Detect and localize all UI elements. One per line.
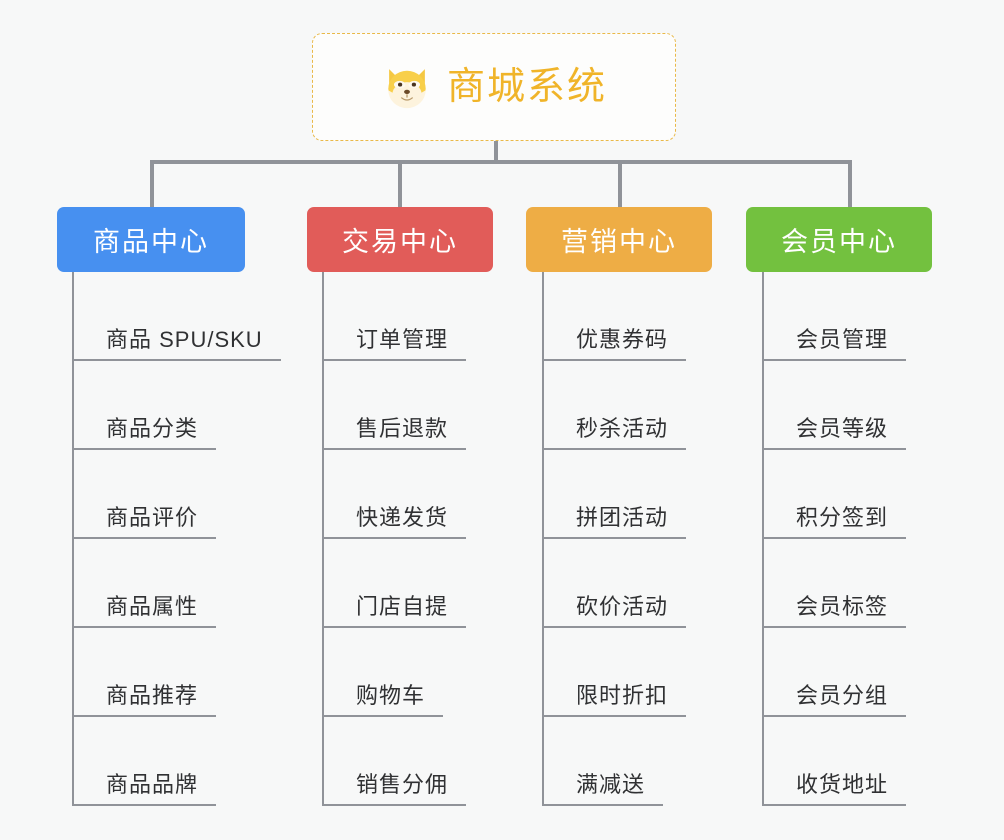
leaf-underline: 会员分组 — [764, 682, 907, 717]
leaf-spine — [72, 272, 74, 806]
category-box-trade[interactable]: 交易中心 — [307, 207, 493, 272]
leaf-item[interactable]: 会员分组 — [762, 628, 907, 717]
leaf-item[interactable]: 会员等级 — [762, 361, 907, 450]
leaf-item[interactable]: 会员标签 — [762, 539, 907, 628]
leaf-spine — [762, 272, 764, 806]
leaf-column-trade: 订单管理 售后退款 快递发货 门店自提 购物车 销售分佣 — [322, 272, 467, 806]
leaf-underline: 会员管理 — [764, 326, 907, 361]
leaf-item[interactable]: 优惠券码 — [542, 272, 687, 361]
leaf-label: 会员管理 — [796, 326, 889, 352]
leaf-underline: 砍价活动 — [544, 593, 687, 628]
category-box-product[interactable]: 商品中心 — [57, 207, 245, 272]
leaf-label: 秒杀活动 — [576, 415, 669, 441]
category-box-marketing[interactable]: 营销中心 — [526, 207, 712, 272]
leaf-underline: 商品评价 — [74, 504, 217, 539]
leaf-item[interactable]: 商品品牌 — [72, 717, 281, 806]
leaf-label: 拼团活动 — [576, 504, 669, 530]
root-title: 商城系统 — [446, 66, 607, 108]
leaf-item[interactable]: 订单管理 — [322, 272, 467, 361]
leaf-label: 积分签到 — [796, 504, 889, 530]
leaf-spine — [322, 272, 324, 806]
category-label: 会员中心 — [781, 227, 897, 257]
leaf-item[interactable]: 砍价活动 — [542, 539, 687, 628]
leaf-item[interactable]: 会员管理 — [762, 272, 907, 361]
leaf-item[interactable]: 商品 SPU/SKU — [72, 272, 281, 361]
leaf-underline: 收货地址 — [764, 771, 907, 806]
leaf-underline: 优惠券码 — [544, 326, 687, 361]
leaf-item[interactable]: 售后退款 — [322, 361, 467, 450]
leaf-underline: 购物车 — [324, 682, 444, 717]
leaf-label: 商品推荐 — [106, 682, 199, 708]
leaf-label: 订单管理 — [356, 326, 449, 352]
leaf-underline: 积分签到 — [764, 504, 907, 539]
leaf-item[interactable]: 商品属性 — [72, 539, 281, 628]
leaf-label: 商品 SPU/SKU — [106, 326, 263, 352]
leaf-item[interactable]: 商品推荐 — [72, 628, 281, 717]
leaf-label: 优惠券码 — [576, 326, 669, 352]
leaf-label: 快递发货 — [356, 504, 449, 530]
leaf-underline: 会员等级 — [764, 415, 907, 450]
leaf-item[interactable]: 积分签到 — [762, 450, 907, 539]
connector-drop-3 — [618, 160, 622, 207]
category-label: 商品中心 — [93, 227, 209, 257]
connector-drop-4 — [848, 160, 852, 207]
leaf-item[interactable]: 快递发货 — [322, 450, 467, 539]
leaf-label: 商品品牌 — [106, 771, 199, 797]
connector-drop-1 — [150, 160, 154, 207]
leaf-label: 会员标签 — [796, 593, 889, 619]
leaf-item[interactable]: 销售分佣 — [322, 717, 467, 806]
leaf-underline: 快递发货 — [324, 504, 467, 539]
shiba-dog-emoji — [381, 61, 433, 113]
connector-drop-2 — [398, 160, 402, 207]
root-node-mall-system[interactable]: 商城系统 — [312, 33, 676, 141]
leaf-label: 销售分佣 — [356, 771, 449, 797]
leaf-label: 会员分组 — [796, 682, 889, 708]
leaf-item[interactable]: 秒杀活动 — [542, 361, 687, 450]
leaf-underline: 门店自提 — [324, 593, 467, 628]
category-label: 交易中心 — [342, 227, 458, 257]
leaf-underline: 商品属性 — [74, 593, 217, 628]
leaf-underline: 订单管理 — [324, 326, 467, 361]
leaf-label: 商品分类 — [106, 415, 199, 441]
leaf-underline: 销售分佣 — [324, 771, 467, 806]
leaf-label: 门店自提 — [356, 593, 449, 619]
leaf-spine — [542, 272, 544, 806]
leaf-label: 会员等级 — [796, 415, 889, 441]
leaf-underline: 满减送 — [544, 771, 664, 806]
leaf-underline: 商品 SPU/SKU — [74, 326, 281, 361]
connector-root-stem — [494, 141, 498, 164]
leaf-label: 商品属性 — [106, 593, 199, 619]
leaf-item[interactable]: 商品评价 — [72, 450, 281, 539]
leaf-label: 限时折扣 — [576, 682, 669, 708]
leaf-underline: 商品品牌 — [74, 771, 217, 806]
leaf-item[interactable]: 满减送 — [542, 717, 686, 806]
leaf-item[interactable]: 收货地址 — [762, 717, 907, 806]
leaf-column-member: 会员管理 会员等级 积分签到 会员标签 会员分组 收货地址 — [762, 272, 907, 806]
category-label: 营销中心 — [561, 227, 677, 257]
leaf-column-marketing: 优惠券码 秒杀活动 拼团活动 砍价活动 限时折扣 满减送 — [542, 272, 687, 806]
leaf-underline: 限时折扣 — [544, 682, 687, 717]
leaf-label: 满减送 — [576, 771, 646, 797]
leaf-item[interactable]: 限时折扣 — [542, 628, 687, 717]
leaf-underline: 商品分类 — [74, 415, 217, 450]
leaf-item[interactable]: 商品分类 — [72, 361, 281, 450]
leaf-label: 砍价活动 — [576, 593, 669, 619]
leaf-label: 商品评价 — [106, 504, 199, 530]
leaf-item[interactable]: 拼团活动 — [542, 450, 687, 539]
leaf-underline: 售后退款 — [324, 415, 467, 450]
leaf-underline: 会员标签 — [764, 593, 907, 628]
leaf-label: 收货地址 — [796, 771, 889, 797]
leaf-item[interactable]: 门店自提 — [322, 539, 467, 628]
leaf-underline: 商品推荐 — [74, 682, 217, 717]
leaf-label: 售后退款 — [356, 415, 449, 441]
leaf-column-product: 商品 SPU/SKU 商品分类 商品评价 商品属性 商品推荐 商品品牌 — [72, 272, 281, 806]
leaf-label: 购物车 — [356, 682, 426, 708]
leaf-underline: 秒杀活动 — [544, 415, 687, 450]
category-box-member[interactable]: 会员中心 — [746, 207, 932, 272]
leaf-item[interactable]: 购物车 — [322, 628, 466, 717]
connector-horizontal-bus — [150, 160, 852, 164]
leaf-underline: 拼团活动 — [544, 504, 687, 539]
